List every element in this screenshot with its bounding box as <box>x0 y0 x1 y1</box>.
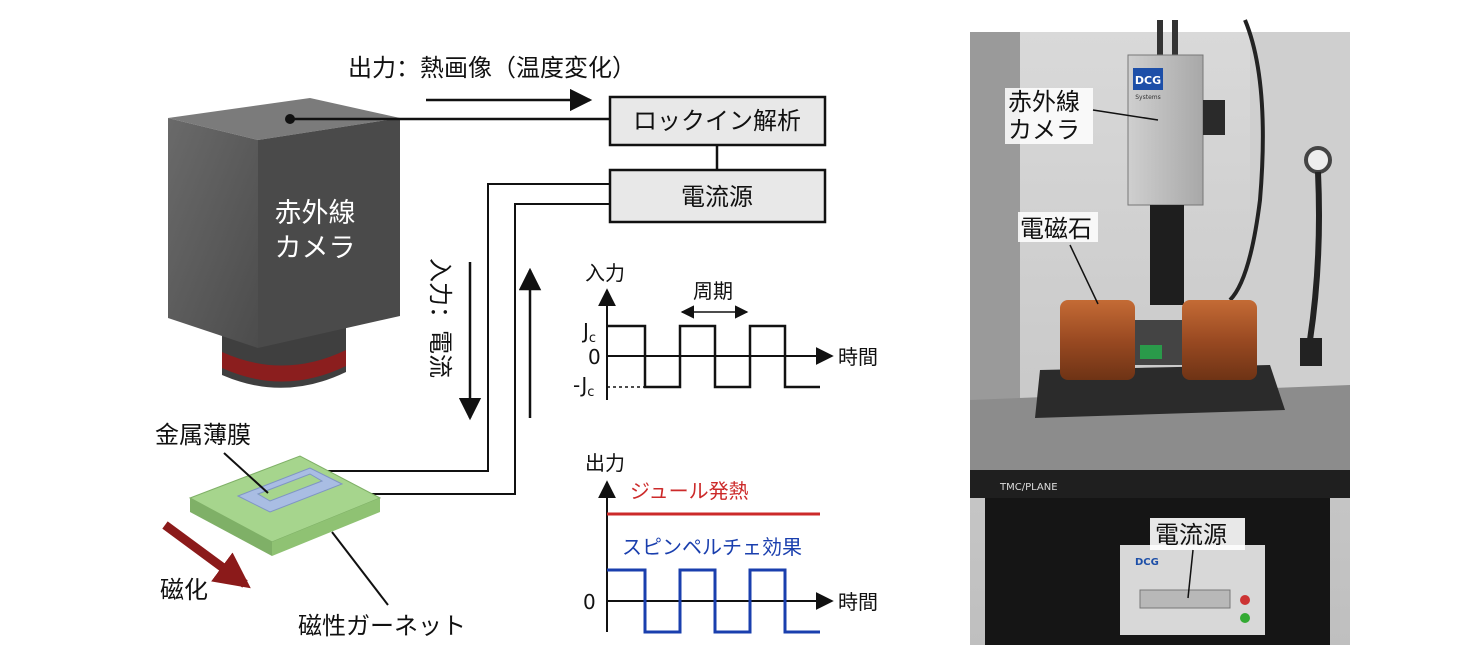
output-arrow-label: 出力：熱画像（温度変化） <box>348 54 636 82</box>
metal-film-strip <box>236 467 344 513</box>
photo-coil-right <box>1182 300 1257 380</box>
photo-unit-display <box>1139 589 1231 609</box>
photo-electromagnet-leader <box>1069 244 1099 305</box>
current-wire-inner <box>340 203 610 495</box>
current-wire-outer <box>312 183 610 472</box>
metal-film-label: 金属薄膜 <box>155 421 251 449</box>
photo-camera-brand: DCG <box>1135 74 1161 87</box>
photo-unit-knob-green <box>1240 613 1250 623</box>
photo-camera-logo <box>1133 68 1163 90</box>
input-waveform-chart: 入力 時間 Jc 0 -Jc 周期 <box>573 261 878 400</box>
photo-camera-label-line2: カメラ <box>1008 116 1080 144</box>
photo-lamp-arm <box>1307 171 1322 341</box>
garnet-front-face <box>190 498 272 556</box>
infrared-camera-illustration: 赤外線 カメラ <box>168 98 400 388</box>
photo-coil-left <box>1060 300 1135 380</box>
photo-current-source-leader <box>1187 549 1194 599</box>
output-zero-label: 0 <box>583 590 596 614</box>
garnet-leader <box>331 531 389 606</box>
current-source-box <box>608 168 827 224</box>
neg-jc-label: -Jc <box>573 373 594 400</box>
photo-camera-label-line1: 赤外線 <box>1008 88 1080 116</box>
photo-camera-side-lens <box>1203 100 1225 135</box>
photo-camera-sub: Systems <box>1135 94 1161 101</box>
lockin-analysis-box <box>608 95 827 147</box>
camera-label-line2: カメラ <box>275 233 356 264</box>
current-source-label: 電流源 <box>681 183 753 211</box>
photo-unit-knob-red <box>1240 595 1250 605</box>
spin-peltier-label: スピンペルチェ効果 <box>622 535 802 559</box>
input-zero-label: 0 <box>588 345 601 369</box>
sample-illustration <box>188 455 382 556</box>
period-label: 周期 <box>693 279 733 303</box>
camera-top-face <box>168 98 400 140</box>
photo-lamp-head <box>1304 146 1332 174</box>
camera-label-line1: 赤外線 <box>275 198 356 229</box>
photo-rack-brand: DCG <box>1135 557 1159 568</box>
photo-current-source-label: 電流源 <box>1155 521 1227 549</box>
photo-lens-column <box>1150 205 1184 305</box>
magnetization-arrow <box>162 521 251 589</box>
joule-heating-label: ジュール発熱 <box>630 479 749 503</box>
photo-electromagnet-label: 電磁石 <box>1020 215 1092 243</box>
spin-peltier-wave <box>607 568 820 634</box>
input-chart-ylabel: 入力 <box>585 261 625 285</box>
photo-cable-1 <box>1228 19 1265 302</box>
garnet-side-face <box>272 498 380 556</box>
metal-film-leader <box>223 452 269 494</box>
camera-front-face <box>168 118 258 348</box>
input-chart-time-label: 時間 <box>838 345 878 369</box>
garnet-label: 磁性ガーネット <box>298 612 466 640</box>
output-chart-ylabel: 出力 <box>585 451 625 475</box>
photo-lamp-base <box>1300 338 1322 366</box>
magnetization-label: 磁化 <box>160 576 208 604</box>
photo-sample-board <box>1140 345 1162 359</box>
photo-magnet-label-bg <box>1018 212 1098 242</box>
photo-camera-leader <box>1092 109 1159 121</box>
camera-side-face <box>258 118 400 348</box>
photo-table-brand: TMC/PLANE <box>999 482 1058 493</box>
photo-source-label-bg <box>1150 518 1245 550</box>
output-waveform-chart: 出力 時間 0 ジュール発熱 スピンペルチェ効果 <box>583 451 878 634</box>
camera-lens-ring <box>222 350 346 382</box>
photo-camera-label-bg <box>1005 88 1093 144</box>
experimental-setup-photo: DCG Systems TMC/PLANE DCG 赤外線 カメラ <box>970 19 1350 645</box>
jc-label: Jc <box>581 319 596 346</box>
lockin-analysis-label: ロックイン解析 <box>633 107 801 135</box>
output-chart-time-label: 時間 <box>838 590 878 614</box>
photo-table-edge <box>970 470 1350 498</box>
input-square-wave <box>607 324 820 389</box>
input-current-label: 入力：電流 <box>426 258 454 378</box>
